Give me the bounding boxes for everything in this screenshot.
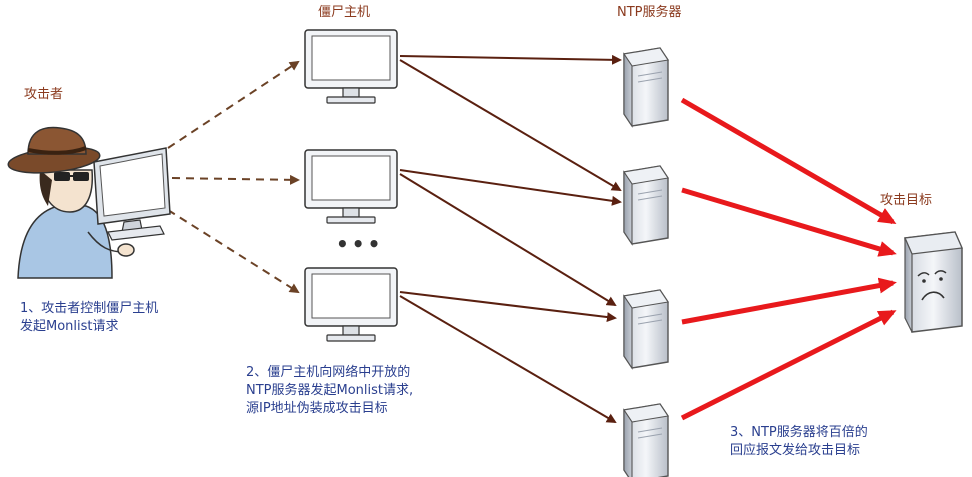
dashed-arrows [167, 60, 300, 294]
response-arrow [680, 309, 897, 421]
step-2-description: 2、僵尸主机向网络中开放的 NTP服务器发起Monlist请求, 源IP地址伪装… [246, 364, 413, 418]
step-1-line-2: 发起Monlist请求 [20, 319, 119, 334]
request-arrow [399, 169, 622, 206]
server-tower-icon [623, 289, 669, 370]
step-2-line-2: NTP服务器发起Monlist请求, [246, 383, 414, 398]
monitor-icon [304, 149, 398, 224]
server-tower-icon [623, 165, 669, 246]
request-arrow [399, 295, 617, 424]
monitor-icon [304, 29, 398, 104]
attacker-monitor-icon [93, 147, 171, 241]
step-1-line-1: 1、攻击者控制僵尸主机 [20, 301, 159, 316]
sad-server-icon [904, 231, 963, 333]
request-arrow [399, 291, 617, 323]
step-1-description: 1、攻击者控制僵尸主机 发起Monlist请求 [20, 300, 158, 336]
dashed-arrow-to-zombie-3 [167, 209, 300, 294]
target-label: 攻击目标 [880, 193, 933, 208]
amplified-response-arrows [680, 97, 897, 421]
step-3-line-1: 3、NTP服务器将百倍的 [730, 425, 868, 440]
monitor-icon [304, 267, 398, 342]
attacker-figure-icon [7, 126, 135, 279]
request-arrow [399, 59, 622, 192]
step-2-line-1: 2、僵尸主机向网络中开放的 [246, 365, 411, 380]
zombie-hosts-label: 僵尸主机 [318, 5, 371, 20]
step-3-line-2: 回应报文发给攻击目标 [730, 443, 861, 458]
server-tower-icon [623, 403, 669, 477]
dashed-arrow-to-zombie-2 [171, 174, 300, 185]
server-tower-icon [623, 47, 669, 128]
more-hosts-ellipsis: ••• [336, 232, 384, 256]
dashed-arrow-to-zombie-1 [167, 60, 300, 149]
response-arrow [680, 97, 897, 225]
request-arrow [399, 173, 617, 307]
ntp-servers-label: NTP服务器 [617, 5, 682, 20]
solid-arrows [399, 54, 622, 424]
attacker-label: 攻击者 [24, 87, 64, 102]
request-arrow [399, 54, 622, 65]
step-3-description: 3、NTP服务器将百倍的 回应报文发给攻击目标 [730, 424, 868, 460]
step-2-line-3: 源IP地址伪装成攻击目标 [246, 401, 388, 416]
response-arrow [681, 187, 897, 257]
response-arrow [681, 277, 897, 325]
